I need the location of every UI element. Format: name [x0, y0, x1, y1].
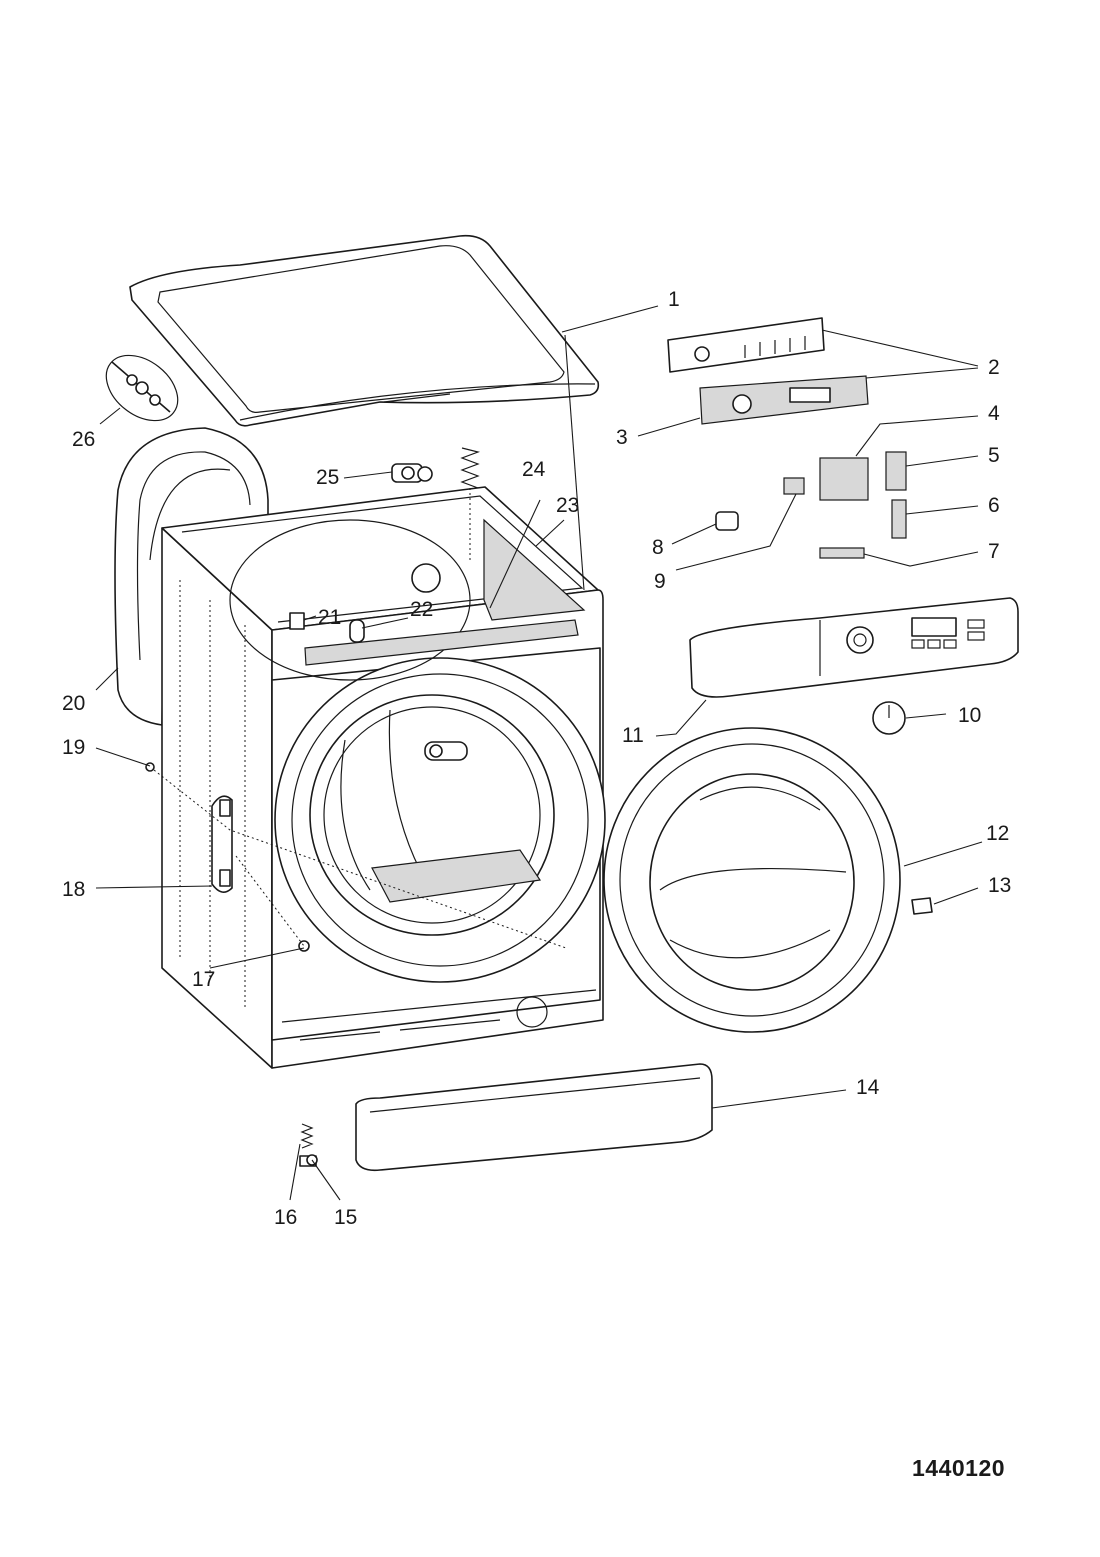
callout-22: 22 [410, 598, 433, 621]
control-board-part [667, 317, 825, 373]
callout-3: 3 [616, 426, 628, 449]
knob-part [872, 701, 906, 735]
callout-18: 18 [62, 878, 85, 901]
callout-4: 4 [988, 402, 1000, 425]
callout-9: 9 [654, 570, 666, 593]
callout-12: 12 [986, 822, 1009, 845]
leader-lines [95, 305, 983, 1201]
sensor-part [289, 612, 305, 630]
callout-21: 21 [318, 606, 341, 629]
callout-17: 17 [192, 968, 215, 991]
button-part [885, 451, 907, 491]
callout-20: 20 [62, 692, 85, 715]
callout-14: 14 [856, 1076, 880, 1099]
sensor-part [349, 619, 365, 643]
top-cover-part [129, 234, 600, 427]
callout-1: 1 [668, 288, 680, 311]
knob-socket-part [715, 511, 739, 531]
spring-part [460, 447, 481, 560]
screw-part [298, 940, 310, 952]
hose-clamp-part [105, 354, 179, 422]
door-hinge-part [211, 795, 233, 893]
callout-13: 13 [988, 874, 1011, 897]
clamp-part [391, 463, 433, 483]
callout-2: 2 [988, 356, 1000, 379]
door-part [603, 727, 901, 1033]
screw-part [145, 762, 155, 772]
callout-25: 25 [316, 466, 339, 489]
pcb-part [699, 375, 869, 425]
button-part [819, 547, 865, 559]
callout-labels: 1 2 3 4 5 6 7 8 9 10 11 12 13 14 15 16 1… [62, 288, 1011, 1229]
callout-7: 7 [988, 540, 1000, 563]
callout-11: 11 [622, 724, 644, 747]
button-part [891, 499, 907, 539]
callout-5: 5 [988, 444, 1000, 467]
module-part [819, 457, 869, 501]
document-number: 1440120 [912, 1455, 1006, 1481]
callout-8: 8 [652, 536, 664, 559]
kickplate-part [355, 1063, 713, 1172]
callout-10: 10 [958, 704, 981, 727]
door-latch-part [911, 897, 933, 915]
callout-19: 19 [62, 736, 85, 759]
rear-gasket-part [114, 427, 269, 726]
callout-23: 23 [556, 494, 579, 517]
callout-16: 16 [274, 1206, 297, 1229]
callout-15: 15 [334, 1206, 357, 1229]
callout-6: 6 [988, 494, 1000, 517]
adjustable-foot-part [299, 1123, 318, 1167]
callout-24: 24 [522, 458, 546, 481]
callout-26: 26 [72, 428, 95, 451]
control-panel-part [689, 597, 1019, 698]
sensor-part [783, 477, 805, 495]
cabinet-body-part [161, 486, 606, 1069]
